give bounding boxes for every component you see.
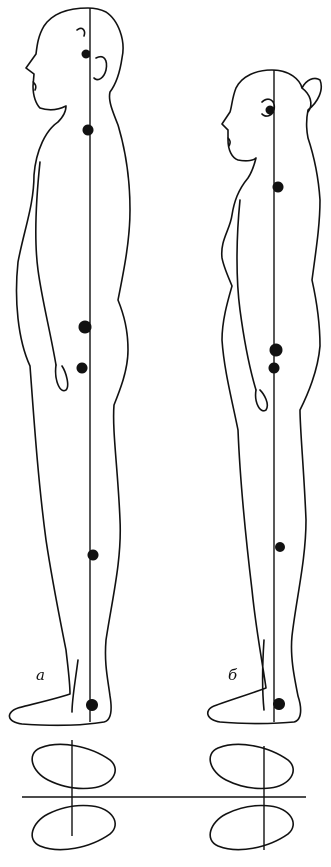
male-label: а <box>36 666 45 684</box>
female-figure: б <box>208 70 322 724</box>
male-arm <box>36 162 56 365</box>
male-knee-line <box>72 660 78 712</box>
female-marker-ear <box>266 106 275 115</box>
male-marker-shoulder <box>83 125 94 136</box>
male-footprint-lower <box>32 805 115 849</box>
footprints <box>22 740 306 850</box>
male-ear <box>94 57 107 80</box>
male-body-outline <box>9 8 130 725</box>
male-ear-mark <box>77 28 85 36</box>
male-marker-knee <box>88 550 99 561</box>
male-hand <box>56 365 68 391</box>
female-label: б <box>228 666 238 684</box>
female-footprint-lower <box>210 805 293 849</box>
male-marker-hip <box>79 321 92 334</box>
female-marker-shoulder <box>273 182 284 193</box>
female-hair-bun <box>302 88 311 112</box>
male-figure: а <box>9 8 130 725</box>
male-marker-trochanter <box>77 363 88 374</box>
female-arm <box>237 200 256 390</box>
female-marker-trochanter <box>269 363 280 374</box>
female-marker-hip <box>270 344 283 357</box>
male-footprint-upper <box>32 744 115 788</box>
female-marker-ankle <box>273 698 285 710</box>
female-footprint-upper <box>210 744 293 788</box>
female-marker-knee <box>275 542 285 552</box>
male-marker-ankle <box>86 699 98 711</box>
male-marker-ear <box>82 50 91 59</box>
female-hand <box>256 390 268 411</box>
